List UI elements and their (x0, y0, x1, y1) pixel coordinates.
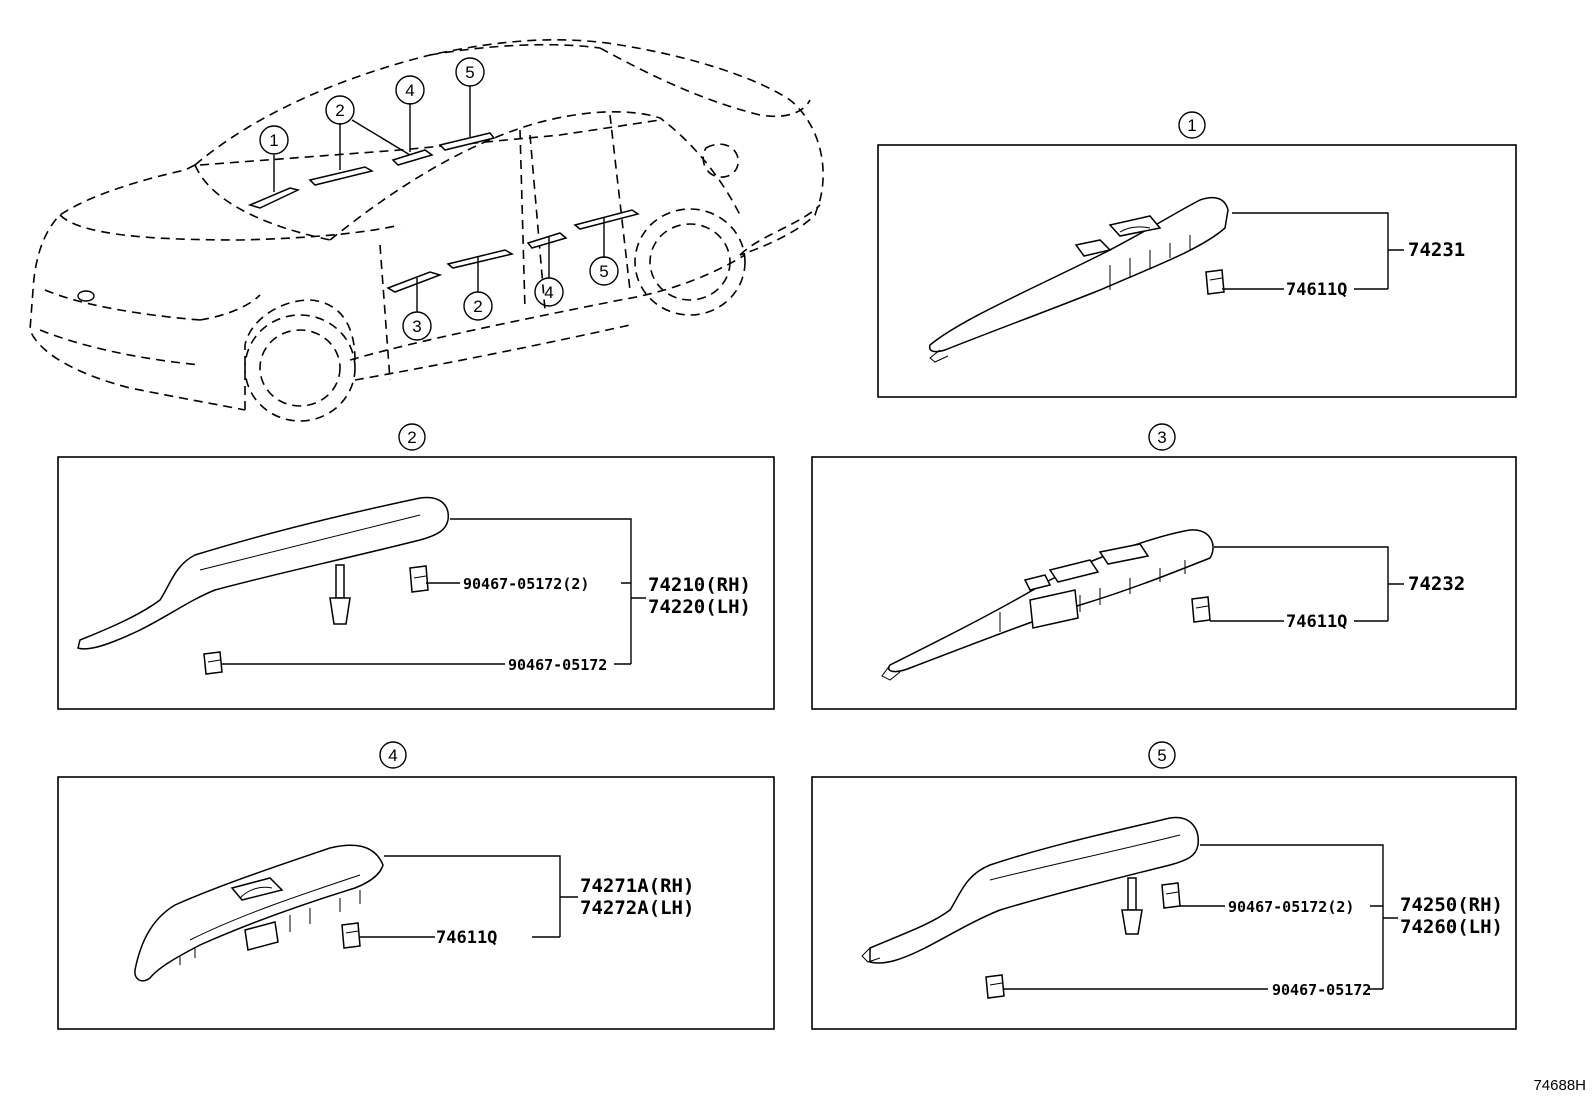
svg-text:5: 5 (1157, 746, 1166, 765)
car-part-4 (526, 232, 568, 249)
panel-2-clip-b (203, 651, 223, 675)
panel-5-frame (811, 776, 1517, 1030)
car-callout-3: 3 (402, 311, 432, 341)
svg-text:2: 2 (335, 101, 344, 120)
panel-3-clip-number: 74611Q (1286, 612, 1347, 632)
car-part-2 (446, 249, 515, 269)
panel-5-clip-a (1161, 882, 1181, 909)
diagram-id: 74688H (1533, 1077, 1586, 1094)
panel-4-assembly-lh: 74272A(LH) (580, 897, 694, 919)
panel-2-assembly-lh: 74220(LH) (648, 596, 751, 618)
panel-1-clip (1205, 269, 1225, 295)
car-callout-1: 1 (259, 125, 289, 155)
panel-5-clip-b (985, 974, 1005, 999)
panel-2-clip-a (409, 565, 429, 593)
panel-4: 4 74271A(RH) 74272A(LH) 74611Q (57, 741, 775, 1030)
panel-5-clip-b-number: 90467-05172 (1272, 981, 1371, 999)
panel-5-assembly-rh: 74250(RH) (1400, 894, 1503, 916)
panel-1-trim (928, 197, 1229, 363)
car-part-5-top (438, 132, 496, 151)
svg-text:3: 3 (412, 317, 421, 336)
panel-3-heading: 3 (1148, 423, 1176, 451)
svg-text:3: 3 (1157, 428, 1166, 447)
panel-5-assembly-lh: 74260(LH) (1400, 916, 1503, 938)
svg-text:2: 2 (473, 297, 482, 316)
svg-text:5: 5 (465, 63, 474, 82)
car-callout-4-top: 4 (395, 75, 425, 105)
panel-5-clip-a-number: 90467-05172(2) (1228, 898, 1354, 916)
panel-1-frame (877, 144, 1517, 398)
car-callout-5: 5 (589, 256, 619, 286)
panel-5-heading: 5 (1148, 741, 1176, 769)
front-wheel (244, 314, 356, 422)
panel-1-heading: 1 (1178, 111, 1206, 139)
panel-2-assembly-rh: 74210(RH) (648, 574, 751, 596)
panel-1-clip-number: 74611Q (1286, 280, 1347, 300)
panel-4-frame (57, 776, 775, 1030)
panel-5-trim (861, 816, 1199, 964)
svg-text:1: 1 (1187, 116, 1196, 135)
panel-3-frame (811, 456, 1517, 710)
panel-2: 2 90467-05172(2) 74210(RH) 74220(LH) 904… (57, 423, 775, 710)
car-callout-4: 4 (534, 277, 564, 307)
panel-4-assembly-rh: 74271A(RH) (580, 875, 694, 897)
panel-1: 1 74231 74611Q (877, 111, 1517, 398)
panel-4-trim (134, 844, 384, 982)
car-part-2-front (308, 166, 375, 186)
car-callout-2: 2 (463, 291, 493, 321)
svg-text:4: 4 (388, 746, 397, 765)
panel-2-heading: 2 (398, 423, 426, 451)
svg-text:4: 4 (544, 283, 553, 302)
car-part-4-top (391, 149, 434, 166)
car-callout-5-top: 5 (455, 57, 485, 87)
car-part-5 (573, 209, 640, 230)
svg-text:4: 4 (405, 81, 414, 100)
svg-text:2: 2 (407, 428, 416, 447)
svg-text:1: 1 (269, 131, 278, 150)
car-overview: 1 2 4 5 3 2 4 5 (29, 38, 824, 422)
panel-3-assembly-number: 74232 (1408, 573, 1465, 595)
panel-2-frame (57, 456, 775, 710)
panel-4-clip (341, 922, 361, 949)
panel-3-trim (881, 529, 1214, 681)
panel-4-clip-number: 74611Q (436, 928, 497, 948)
panel-2-trim (77, 496, 449, 650)
rear-wheel (634, 208, 746, 316)
panel-4-heading: 4 (379, 741, 407, 769)
panel-2-clip-a-number: 90467-05172(2) (463, 575, 589, 593)
panel-2-clip-b-number: 90467-05172 (508, 656, 607, 674)
car-callout-2-top: 2 (325, 95, 355, 125)
panel-3-clip (1191, 596, 1211, 623)
panel-1-assembly-number: 74231 (1408, 239, 1465, 261)
car-part-3 (386, 271, 443, 293)
svg-text:5: 5 (599, 262, 608, 281)
panel-3: 3 74232 74611Q (811, 423, 1517, 710)
panel-5: 5 90467-05172(2) 74250(RH) 74260(LH) 904… (811, 741, 1517, 1030)
car-part-1 (247, 187, 301, 209)
